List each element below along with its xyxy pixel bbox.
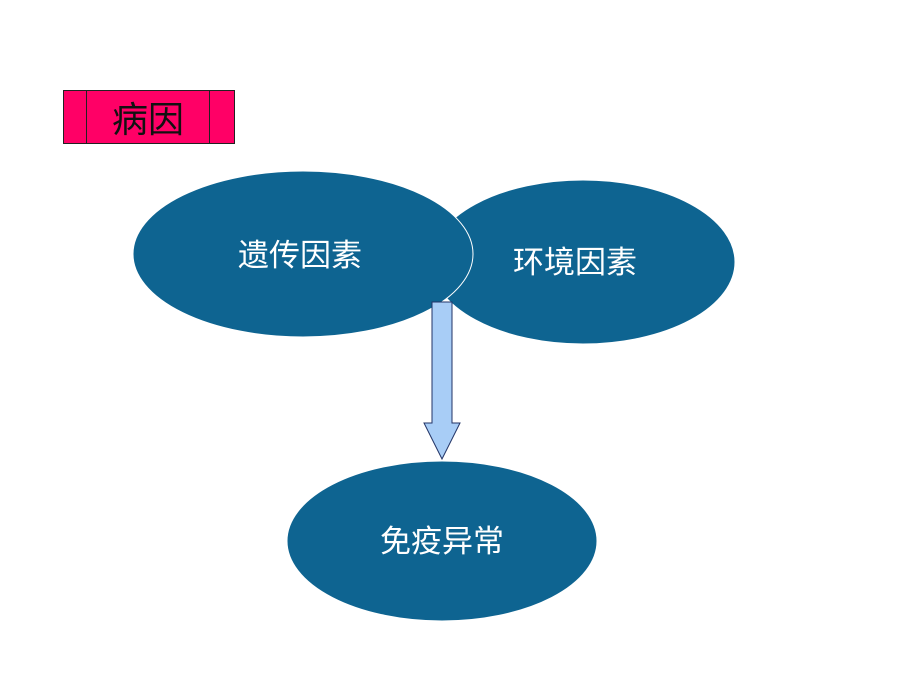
down-arrow [423,301,461,461]
title-box: 病因 [63,90,235,144]
genetic-ellipse [132,170,474,338]
immune-label: 免疫异常 [380,524,504,560]
genetic-label: 遗传因素 [238,238,362,274]
immune-ellipse [286,460,598,622]
environment-label: 环境因素 [513,245,637,281]
page-title: 病因 [86,90,210,144]
